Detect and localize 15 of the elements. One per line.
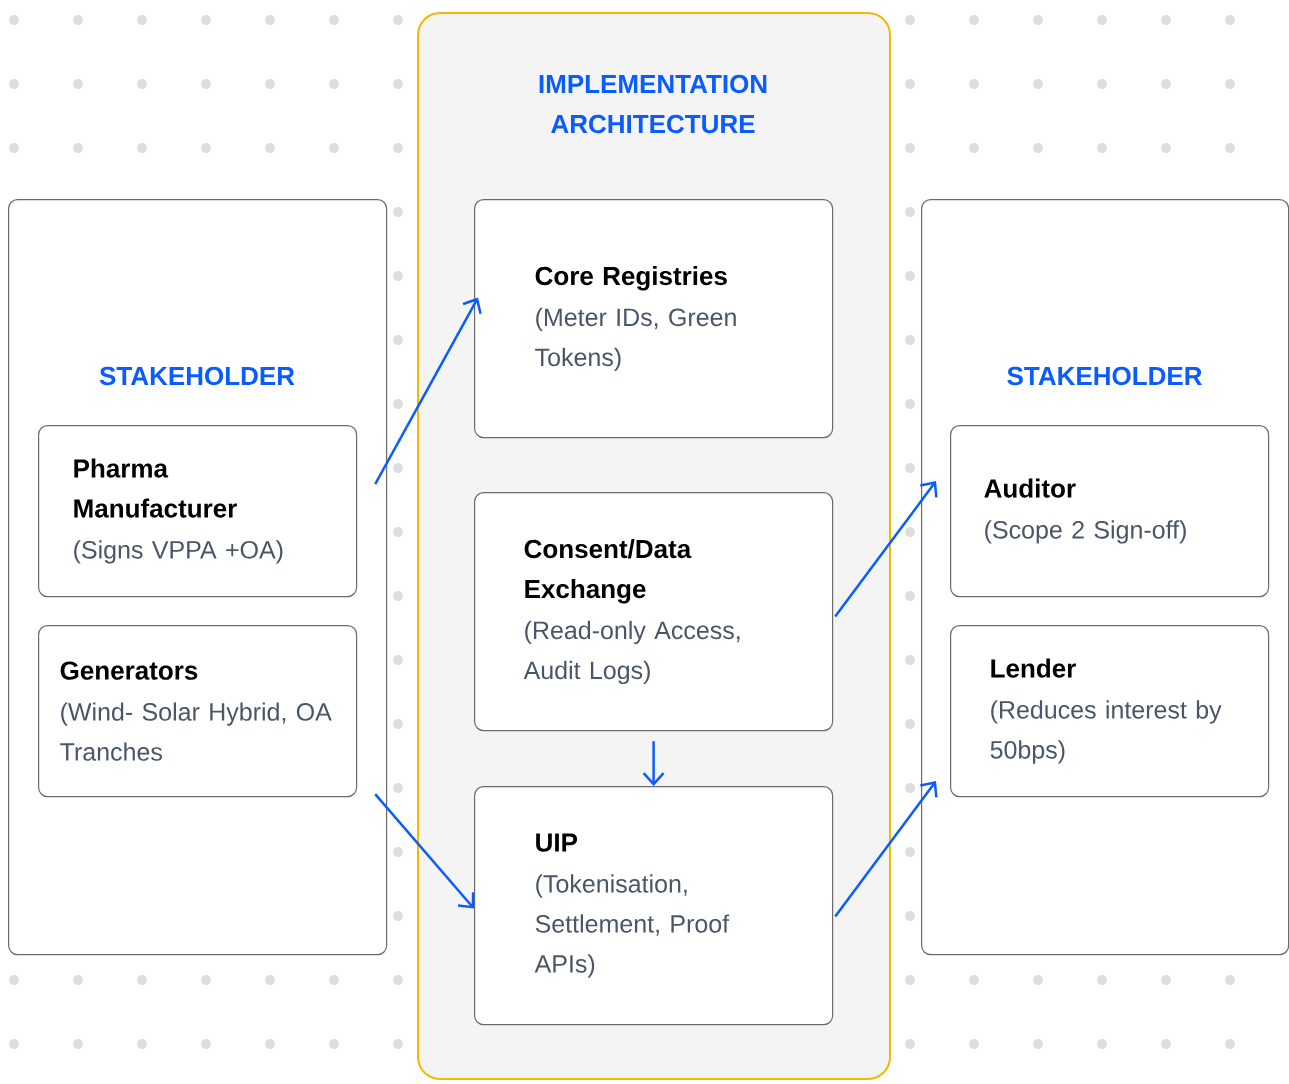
process-box: Core Registries (Meter IDs, Green Tokens) bbox=[474, 199, 834, 439]
panel-heading: STAKEHOLDER bbox=[99, 366, 295, 386]
arrow bbox=[374, 297, 482, 485]
process-box: Lender (Reduces interest by 50bps) bbox=[950, 625, 1270, 798]
process-box: Pharma Manufacturer (Signs VPPA +OA) bbox=[38, 425, 358, 598]
process-box: Generators (Wind- Solar Hybrid, OA Tranches bbox=[38, 625, 358, 798]
arrow bbox=[642, 741, 665, 786]
process-box: UIP (Tokenisation, Settlement, Proof APIs) bbox=[474, 786, 834, 1026]
process-box: Auditor (Scope 2 Sign-off) bbox=[950, 425, 1270, 598]
panel-heading: IMPLEMENTATION ARCHITECTURE bbox=[539, 74, 767, 134]
arrow bbox=[374, 793, 475, 909]
panel-heading: STAKEHOLDER bbox=[1007, 366, 1202, 386]
arrow bbox=[834, 781, 938, 918]
process-box: Consent/Data Exchange (Read-only Access, Audit Logs) bbox=[474, 492, 834, 732]
arrow bbox=[834, 481, 938, 618]
